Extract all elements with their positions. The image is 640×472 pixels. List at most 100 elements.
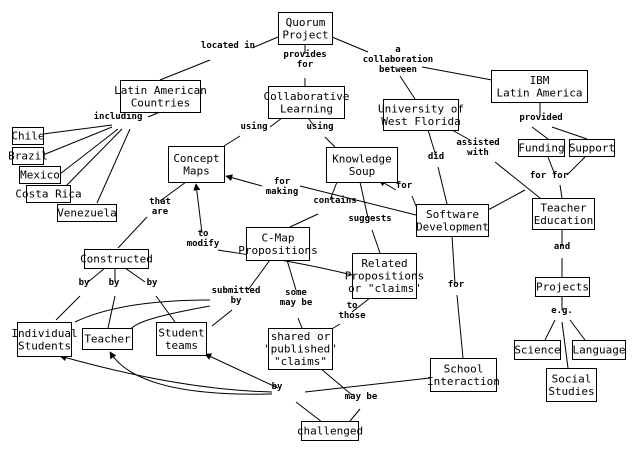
link-label-text: between	[379, 65, 417, 75]
edge-constructed-by-right	[124, 267, 146, 283]
concept-box	[19, 166, 61, 184]
edge-funding-for	[547, 156, 556, 176]
concept-label: University of	[378, 102, 464, 115]
link-label-text: with	[467, 147, 489, 158]
concept-label: Project	[282, 28, 328, 41]
edge-by-mid-teacher	[107, 295, 116, 329]
link-for-soup: for	[396, 181, 413, 191]
link-label-text: for	[530, 171, 547, 181]
concept-box	[546, 368, 597, 402]
edge-including-brazil	[42, 126, 113, 156]
link-by-bottom: by	[272, 382, 283, 392]
concept-label: Maps	[183, 164, 210, 177]
concept-label: Constructed	[80, 253, 153, 266]
link-eg: e.g.	[551, 306, 573, 316]
link-by-left: by	[79, 278, 90, 288]
concept-box	[301, 421, 359, 441]
edge-collaboration-uwf	[399, 75, 416, 100]
concept-label: Software	[426, 208, 479, 221]
edge-eg-language	[569, 319, 586, 341]
link-label-text: may be	[345, 392, 378, 402]
edge-eg-science	[544, 319, 556, 341]
concept-box	[268, 328, 333, 370]
edge-by-individual	[59, 354, 273, 393]
concept-box	[57, 204, 117, 222]
link-label-text: to	[347, 301, 358, 311]
concept-label: shared or	[271, 330, 331, 343]
concept-constructed: Constructed	[80, 249, 153, 269]
link-label-text: that	[149, 197, 171, 207]
edge-software-for-school	[451, 235, 456, 285]
concept-box	[383, 99, 459, 131]
link-label-text: a	[395, 45, 400, 55]
concept-label: Knowledge	[332, 152, 392, 165]
concept-label: Propositions	[238, 244, 317, 257]
concept-box	[12, 127, 44, 145]
edge-soup-contains	[329, 181, 338, 201]
edge-by-right-teams	[155, 295, 176, 323]
link-label-text: submitted	[212, 285, 261, 296]
concept-box	[326, 147, 398, 183]
concept-label: Social	[552, 372, 592, 385]
link-label-text: provides	[283, 49, 326, 60]
concept-box	[17, 322, 72, 357]
edge-support-for	[566, 156, 586, 176]
edge-collaboration-ibm	[421, 66, 493, 81]
link-label-text: provided	[519, 112, 562, 123]
concept-support: Support	[569, 139, 615, 157]
concept-label: Mexico	[20, 169, 60, 182]
edge-shared-may-be	[319, 367, 353, 396]
link-label-text: using	[306, 121, 333, 132]
link-label-text: assisted	[456, 137, 499, 148]
edge-provided-support	[551, 126, 588, 140]
concept-label: Propositions	[345, 270, 424, 283]
concept-box	[572, 340, 626, 360]
edge-quorum-collaboration	[331, 36, 369, 53]
link-label-text: modify	[187, 238, 220, 249]
concept-label: Teacher	[84, 333, 131, 346]
concept-label: Teacher	[540, 201, 587, 214]
link-label-text: using	[240, 121, 267, 132]
edge-software-for-soup	[411, 195, 417, 207]
concept-box	[532, 198, 595, 230]
concept-label: Science	[514, 344, 560, 357]
concept-shared-claims: shared or"published""claims"	[264, 328, 337, 370]
concept-label: Funding	[518, 142, 564, 155]
link-label-text: to	[198, 229, 209, 239]
edge-did-software	[437, 166, 448, 205]
concept-box	[26, 185, 71, 203]
link-label-text: for	[552, 171, 569, 181]
link-suggests: suggests	[348, 214, 391, 224]
edge-submitted-individual	[74, 299, 211, 323]
concept-box	[430, 358, 497, 392]
concept-label: Soup	[349, 165, 376, 178]
concept-label: Support	[569, 142, 615, 155]
link-label-text: by	[272, 382, 283, 392]
concept-box	[84, 249, 149, 269]
concept-box	[514, 340, 561, 360]
concept-label: teams	[165, 339, 198, 352]
edge-contains-cmap	[289, 213, 319, 228]
link-by-right: by	[147, 278, 158, 288]
edge-software-for-making	[299, 185, 417, 216]
concept-teacher: Teacher	[82, 328, 133, 350]
concept-label: Development	[416, 220, 489, 233]
link-by-mid: by	[109, 278, 120, 288]
link-label-text: including	[94, 111, 143, 122]
link-label-text: by	[231, 296, 242, 306]
concept-label: Quorum	[286, 16, 326, 29]
